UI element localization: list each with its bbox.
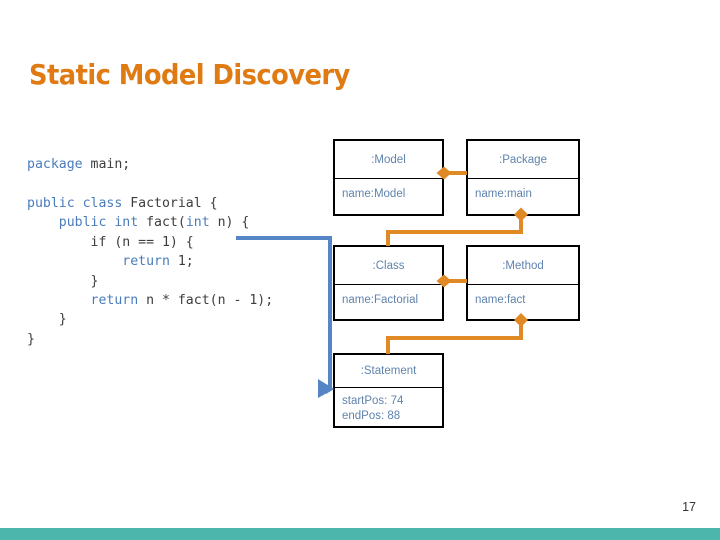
object-box-statement-header: :Statement <box>335 355 442 388</box>
code-token: main; <box>82 157 131 173</box>
object-box-method[interactable]: :Method name:fact <box>466 245 580 321</box>
page-number: 17 <box>682 500 696 514</box>
page-title: Static Model Discovery <box>29 58 350 91</box>
code-token: int <box>185 215 210 231</box>
code-token: Factorial { <box>122 196 218 211</box>
object-box-class-header: :Class <box>335 247 442 285</box>
object-box-class-attributes: name:Factorial <box>342 294 419 306</box>
object-box-class[interactable]: :Class name:Factorial <box>333 245 444 321</box>
object-box-model[interactable]: :Model name:Model <box>333 139 444 216</box>
code-token: n) { <box>209 215 250 231</box>
code-token: } <box>27 312 67 328</box>
object-box-model-attributes: name:Model <box>342 188 406 200</box>
code-token: if (n == 1) { <box>27 234 194 250</box>
code-token: return <box>90 293 139 309</box>
code-token: } <box>27 331 35 347</box>
code-token: } <box>27 273 99 289</box>
object-box-package-header: :Package <box>468 141 578 179</box>
code-token <box>27 293 91 308</box>
code-token: fact( <box>138 215 186 231</box>
code-token <box>27 254 122 269</box>
object-box-method-header: :Method <box>468 247 578 285</box>
code-token <box>27 215 59 230</box>
footer-accent-bar <box>0 528 720 540</box>
code-token: 1; <box>169 254 194 270</box>
object-box-statement-attributes: startPos: 74 endPos: 88 <box>342 395 404 422</box>
code-token: public int <box>58 215 139 231</box>
code-token: n * fact(n - 1); <box>138 293 274 309</box>
object-box-statement[interactable]: :Statement startPos: 74 endPos: 88 <box>333 353 444 428</box>
object-box-model-header: :Model <box>335 141 442 179</box>
code-token: public class <box>27 196 123 211</box>
code-token: return <box>122 254 170 270</box>
object-box-package-attributes: name:main <box>475 188 532 200</box>
java-code-listing: package main; public class Factorial { p… <box>27 155 273 349</box>
object-box-method-attributes: name:fact <box>475 294 526 306</box>
code-token: package <box>27 157 83 173</box>
object-box-package[interactable]: :Package name:main <box>466 139 580 216</box>
